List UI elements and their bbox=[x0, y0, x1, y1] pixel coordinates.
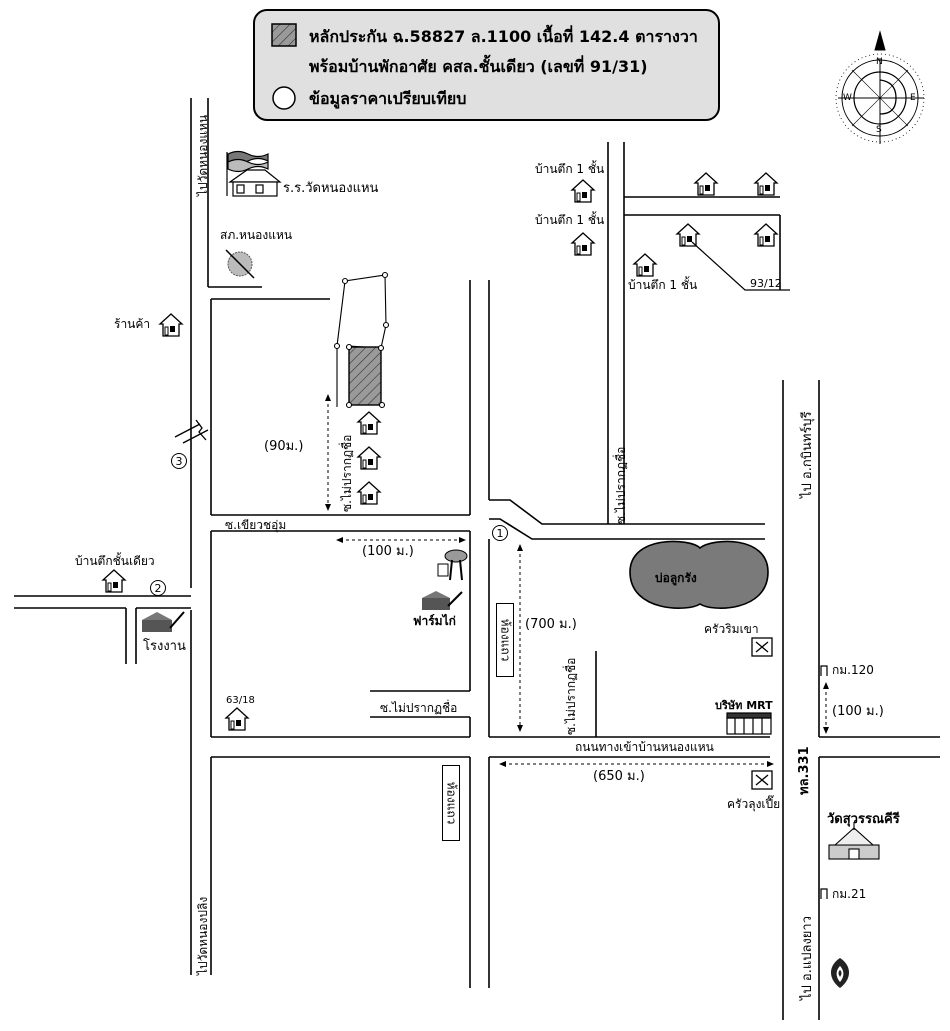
road-to-wat-nong-khaen: ไปวัดหนองแหน bbox=[196, 114, 210, 196]
road-to-wat-nong-pling: ไปวัดหนองปลิง bbox=[196, 896, 210, 975]
distance-650m: (650 ม.) bbox=[593, 769, 645, 784]
label-restaurant-lung-pia: ครัวลุงเปี๊ย bbox=[727, 797, 781, 811]
compass-s: S bbox=[876, 125, 882, 135]
label-soi-khiao-cha-um: ซ.เขียวชอุ่ม bbox=[225, 518, 287, 532]
compass-e: E bbox=[910, 93, 916, 103]
health-station-icon bbox=[225, 249, 255, 279]
legend-hatch-swatch bbox=[271, 23, 297, 47]
legend-collateral-line1: หลักประกัน ฉ.58827 ล.1100 เนื้อที่ 142.4… bbox=[309, 27, 698, 46]
legend-circle-swatch bbox=[272, 86, 296, 110]
label-single-storey-house: บ้านตึกชั้นเดียว bbox=[75, 554, 155, 568]
row-house-box-2: ห้องแถว bbox=[442, 765, 460, 841]
road-break-mark bbox=[174, 419, 209, 444]
house-icon bbox=[159, 313, 183, 337]
label-km120: กม.120 bbox=[832, 663, 874, 677]
compass-rose-icon bbox=[835, 30, 925, 144]
house-icon bbox=[357, 481, 381, 505]
km-post-icon bbox=[820, 888, 828, 899]
label-shop: ร้านค้า bbox=[114, 317, 151, 331]
label-restaurant-rim-khao: ครัวริมเขา bbox=[704, 622, 759, 636]
legend-box: หลักประกัน ฉ.58827 ล.1100 เนื้อที่ 142.4… bbox=[253, 9, 720, 121]
label-km21: กม.21 bbox=[832, 887, 867, 901]
house-icon bbox=[571, 232, 595, 256]
comparison-marker-1: 1 bbox=[492, 525, 508, 541]
label-soi-mai-prakot-lower: ซ.ไม่ปรากฏชื่อ bbox=[380, 701, 458, 715]
label-pond: บ่อลูกรัง bbox=[655, 571, 697, 585]
road-lines bbox=[14, 98, 940, 1020]
comparison-marker-3: 3 bbox=[171, 453, 187, 469]
road-soi-mai-prakot-left: ซ.ไม่ปรากฏชื่อ bbox=[340, 434, 354, 512]
distance-100m-right: (100 ม.) bbox=[832, 704, 884, 719]
row-house-box-1: ห้องแถว bbox=[496, 603, 514, 677]
road-to-plaeng-yao: ไป อ.แปลงยาว bbox=[800, 915, 815, 1000]
row-house-label-2: ห้องแถว bbox=[444, 781, 459, 825]
house-icon bbox=[754, 223, 778, 247]
label-main-road: ถนนทางเข้าบ้านหนองแหน bbox=[575, 740, 714, 754]
doh-emblem-icon bbox=[830, 958, 850, 988]
compass-w: W bbox=[843, 93, 852, 103]
school-icon bbox=[226, 150, 282, 197]
house-icon bbox=[694, 172, 718, 196]
collateral-parcel bbox=[348, 346, 382, 406]
house-icon bbox=[357, 411, 381, 435]
compass-n: N bbox=[876, 57, 883, 67]
label-house-1-floor-c: บ้านตึก 1 ชั้น bbox=[628, 278, 698, 292]
label-temple: วัดสุวรรณคีรี bbox=[827, 812, 900, 827]
label-house-1-floor-b: บ้านตึก 1 ชั้น bbox=[535, 213, 605, 227]
distance-90m: (90ม.) bbox=[264, 439, 304, 454]
house-icon bbox=[102, 569, 126, 593]
label-company-mrt: บริษัท MRT bbox=[715, 699, 773, 712]
house-icon bbox=[357, 446, 381, 470]
label-house-63-18: 63/18 bbox=[226, 695, 255, 706]
house-icon bbox=[225, 707, 249, 731]
label-house-1-floor-a: บ้านตึก 1 ชั้น bbox=[535, 162, 605, 176]
legend-comparison: ข้อมูลราคาเปรียบเทียบ bbox=[309, 89, 467, 108]
label-school: ร.ร.วัดหนองแหน bbox=[283, 181, 379, 196]
house-icon bbox=[676, 223, 700, 247]
house-icon bbox=[571, 179, 595, 203]
road-soi-mai-prakot-center: ซ.ไม่ปรากฏชื่อ bbox=[564, 657, 578, 735]
comparison-marker-2: 2 bbox=[150, 580, 166, 596]
restaurant-icon bbox=[751, 770, 773, 790]
house-icon bbox=[633, 253, 657, 277]
road-to-kabin-buri: ไป อ.กบินทร์บุรี bbox=[800, 411, 815, 498]
legend-collateral-line2: พร้อมบ้านพักอาศัย คสล.ชั้นเดียว (เลขที่ … bbox=[309, 57, 648, 76]
pond-shape bbox=[629, 540, 769, 609]
chicken-farm-icon bbox=[422, 549, 468, 610]
distance-arrows bbox=[327, 398, 827, 765]
company-building-icon bbox=[726, 712, 772, 735]
road-soi-mai-prakot-top: ซ.ไม่ปรากฏชื่อ bbox=[614, 446, 628, 524]
temple-icon bbox=[828, 822, 880, 860]
factory-icon bbox=[142, 611, 185, 632]
km-post-icon bbox=[820, 665, 828, 676]
label-chicken-farm: ฟาร์มไก่ bbox=[413, 614, 456, 628]
leader-line-93-12 bbox=[691, 241, 790, 291]
label-factory: โรงงาน bbox=[143, 639, 186, 654]
road-highway-331: ทล.331 bbox=[797, 746, 812, 795]
distance-700m: (700 ม.) bbox=[525, 617, 577, 632]
row-house-label-1: ห้องแถว bbox=[498, 618, 513, 662]
restaurant-icon bbox=[751, 637, 773, 657]
label-health-station: สภ.หนองแหน bbox=[220, 228, 293, 242]
house-icon bbox=[754, 172, 778, 196]
distance-100m-top: (100 ม.) bbox=[362, 544, 414, 559]
label-house-93-12: 93/12 bbox=[750, 277, 782, 290]
